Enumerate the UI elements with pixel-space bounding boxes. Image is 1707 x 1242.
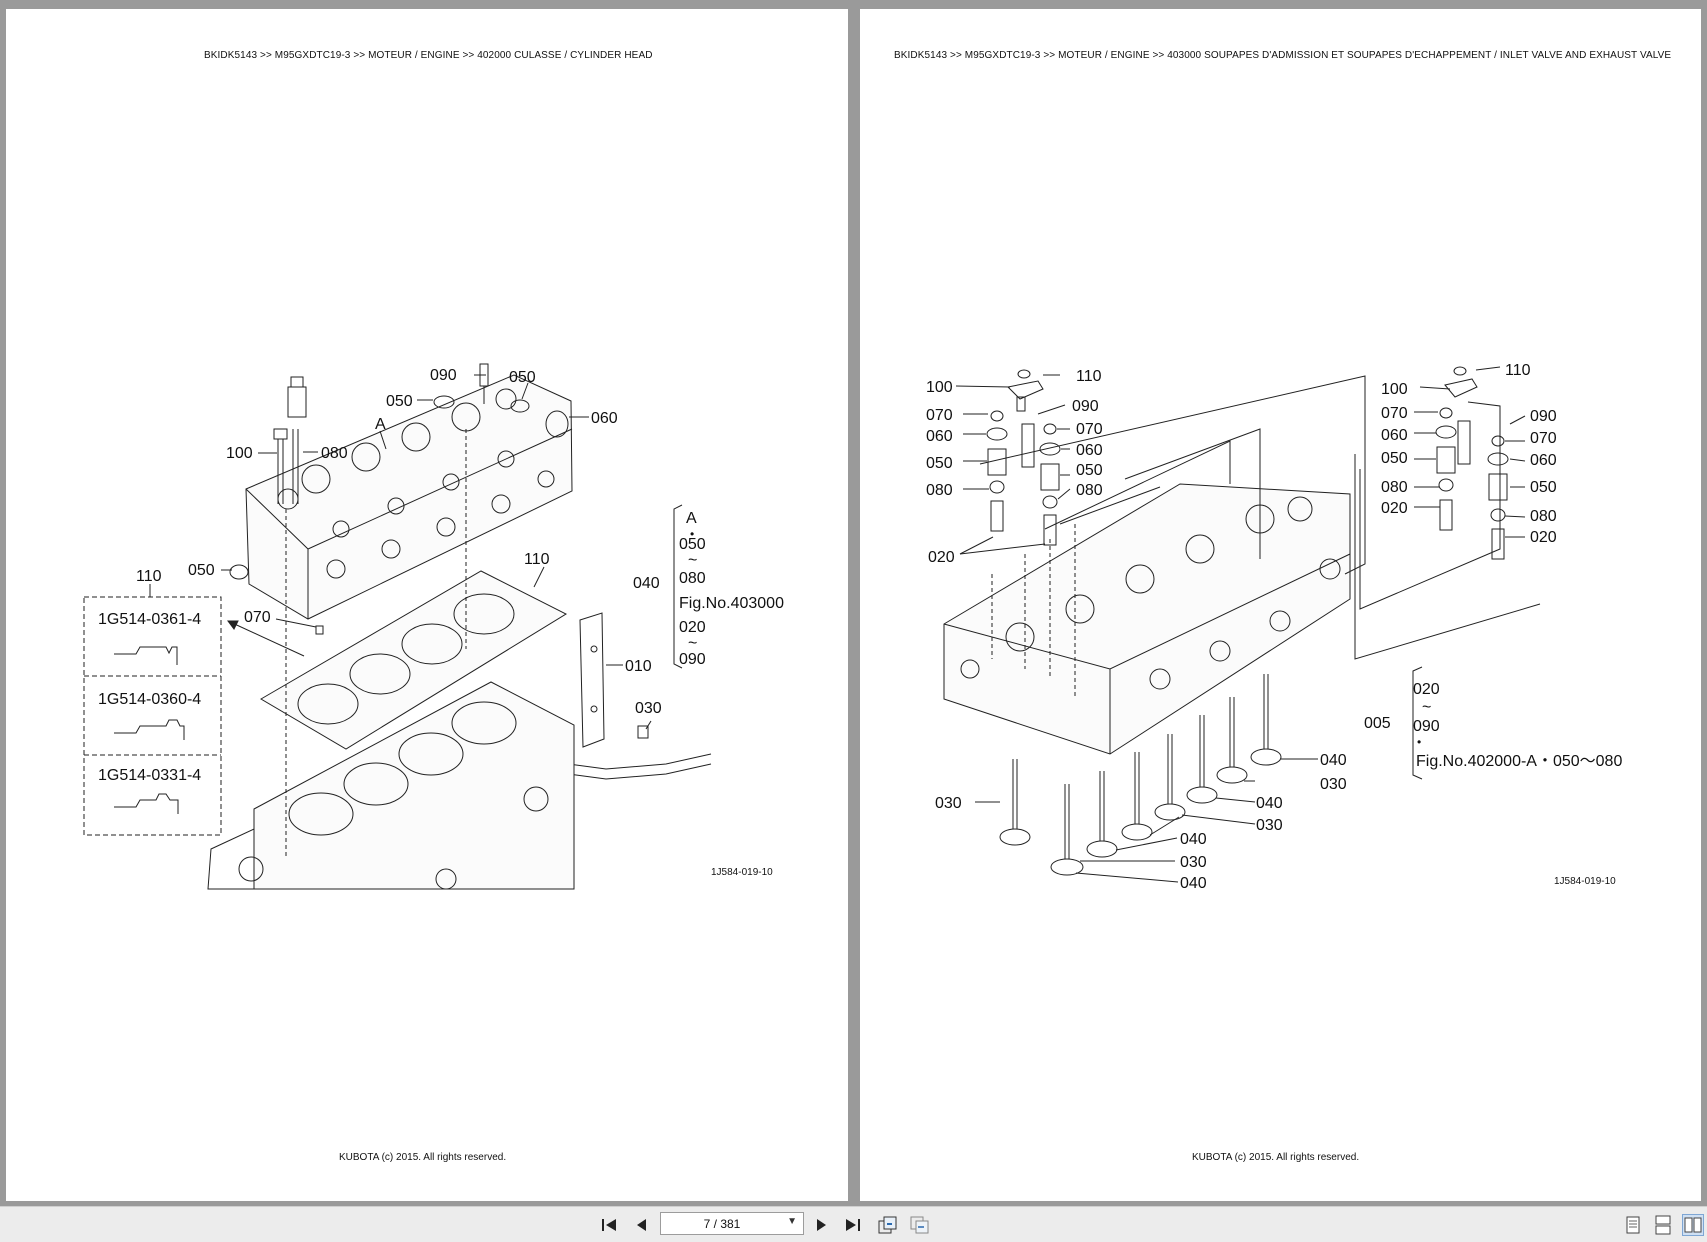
ref-to: 090 [1413,718,1440,735]
callout-100: 100 [926,379,953,396]
callout-090: 090 [1072,398,1099,415]
callout-030: 030 [1180,854,1207,871]
ref-to: 080 [679,570,706,587]
callout-050: 050 [188,562,215,579]
cylinder-head-diagram: 090 050 050 060 A 100 080 050 110 110 07… [83,363,784,890]
callout-060: 060 [1381,427,1408,444]
callout-080: 080 [1076,482,1103,499]
page-header: BKIDK5143 >> M95GXDTC19-3 >> MOTEUR / EN… [894,50,1672,61]
ref-fig: Fig.No.403000 [679,595,784,612]
callout-020: 020 [1530,529,1557,546]
pdf-page-right: BKIDK5143 >> M95GXDTC19-3 >> MOTEUR / EN… [860,9,1701,1201]
gasket-option-1: 1G514-0361-4 [98,611,201,628]
callout-110: 110 [524,551,550,568]
callout-040: 040 [1256,795,1283,812]
callout-070: 070 [244,609,271,626]
figure-code: 1J584-019-10 [711,867,773,878]
callout-030: 030 [635,700,662,717]
two-page-icon[interactable] [1682,1214,1704,1236]
callout-100: 100 [1381,381,1408,398]
callout-090: 090 [430,367,457,384]
callout-070: 070 [1076,421,1103,438]
ref-num: 005 [1364,715,1391,732]
ref-tilde: ~ [1422,699,1431,716]
ref-tilde: ~ [688,552,697,569]
callout-050: 050 [1381,450,1408,467]
callout-040: 040 [1180,875,1207,892]
ref-from: 050 [679,536,706,553]
callout-040: 040 [1320,752,1347,769]
callout-110: 110 [136,568,162,585]
callout-040: 040 [1180,831,1207,848]
callout-050: 050 [1530,479,1557,496]
callout-060: 060 [1076,442,1103,459]
callout-050: 050 [1076,462,1103,479]
ref-tilde2: ~ [688,635,697,652]
callout-060: 060 [1530,452,1557,469]
callout-030: 030 [1256,817,1283,834]
callout-110: 110 [1076,368,1102,385]
ref-fig: Fig.No.402000-A・050～080 [1416,753,1622,770]
callout-070: 070 [926,407,953,424]
ref-from2: 020 [679,619,706,636]
next-page-icon[interactable] [811,1214,833,1236]
page-number-value: 7 / 381 [703,1217,741,1231]
single-page-icon[interactable] [1622,1214,1644,1236]
callout-050: 050 [926,455,953,472]
prev-page-icon[interactable] [630,1214,652,1236]
single-continuous-icon[interactable] [1652,1214,1674,1236]
callout-080: 080 [1530,508,1557,525]
page-header: BKIDK5143 >> M95GXDTC19-3 >> MOTEUR / EN… [204,50,653,61]
callout-110: 110 [1505,362,1531,379]
gasket-option-3: 1G514-0331-4 [98,767,201,784]
callout-090: 090 [1530,408,1557,425]
chevron-down-icon: ▼ [787,1216,797,1227]
page-footer: KUBOTA (c) 2015. All rights reserved. [1192,1152,1360,1163]
callout-040: 040 [633,575,660,592]
page-select-icon[interactable] [908,1214,930,1236]
gasket-option-2: 1G514-0360-4 [98,691,201,708]
ref-to2: 090 [679,651,706,668]
callout-080: 080 [321,445,348,462]
valve-diagram: 110 100 090 070 070 060 060 050 050 080 … [926,362,1622,892]
callout-a: A [375,416,386,433]
callout-050: 050 [509,369,536,386]
callout-070: 070 [1530,430,1557,447]
callout-030: 030 [1320,776,1347,793]
last-page-icon[interactable] [842,1214,864,1236]
callout-060: 060 [926,428,953,445]
document-viewer[interactable]: BKIDK5143 >> M95GXDTC19-3 >> MOTEUR / EN… [0,0,1707,1206]
viewer-toolbar [0,1206,1707,1242]
callout-100: 100 [226,445,253,462]
callout-020: 020 [928,549,955,566]
pdf-page-left: BKIDK5143 >> M95GXDTC19-3 >> MOTEUR / EN… [6,9,848,1201]
ref-from: 020 [1413,681,1440,698]
first-page-icon[interactable] [598,1214,620,1236]
ref-a: A [686,510,697,527]
ref-dot: • [1417,735,1421,749]
callout-060: 060 [591,410,618,427]
figure-code: 1J584-019-10 [1554,876,1616,887]
page-number-dropdown[interactable]: 7 / 381 ▼ [660,1212,804,1235]
callout-010: 010 [625,658,652,675]
callout-080: 080 [1381,479,1408,496]
callout-050: 050 [386,393,413,410]
continuous-page-icon[interactable] [876,1214,898,1236]
callout-080: 080 [926,482,953,499]
callout-070: 070 [1381,405,1408,422]
callout-030: 030 [935,795,962,812]
callout-020: 020 [1381,500,1408,517]
page-footer: KUBOTA (c) 2015. All rights reserved. [339,1152,507,1163]
ref-dot: • [690,527,694,541]
